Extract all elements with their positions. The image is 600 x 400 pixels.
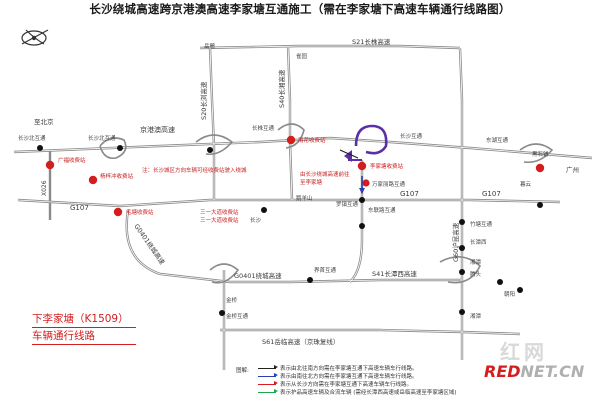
label-guangzhou: 广州: [566, 165, 579, 174]
small-a14: 暮云: [520, 180, 532, 188]
watermark-en: REDNET.CN: [484, 362, 584, 381]
label-g0401-h: G0401绕城高速: [234, 271, 282, 280]
label-g107-b: G107: [400, 190, 419, 198]
toll-right: [535, 163, 545, 173]
legend-item-2: 表示由南往北方向需在李家塘互通下高速车辆车行线路。: [258, 372, 418, 380]
small-a11: 界首互通: [314, 266, 337, 274]
interchanges: [99, 123, 554, 284]
note-n2: 由长沙绕城高速前往: [300, 170, 350, 178]
legend-arrow-green: [258, 389, 278, 394]
note-n1: 注：长沙城区方向车辆可经收费站驶入绕城: [142, 166, 247, 174]
route-arrows: [339, 149, 365, 194]
route-title-line2: 车辆通行线路: [32, 329, 136, 345]
label-zhuyan: 竹塘互通: [470, 220, 493, 228]
label-s40: S40长湘高速: [277, 69, 286, 108]
small-a16: 雀园: [296, 52, 308, 60]
label-jinjiao: 金桥: [226, 296, 238, 304]
label-luozhen: 罗镇互通: [336, 200, 359, 208]
junction-dots: [37, 145, 543, 316]
toll-yangzichong: [88, 175, 98, 185]
legend-arrow-black: [258, 365, 278, 370]
route-title-box: 下李家塘（K1509） 车辆通行线路: [32, 312, 136, 346]
lijiatang-interchange: [344, 124, 388, 162]
route-title-line1: 下李家塘（K1509）: [32, 312, 136, 328]
legend-item-3: 表示从长沙方向需在李家塘互通下高速车辆车行线路。: [258, 380, 412, 388]
small-a7: 湘潭: [470, 258, 482, 266]
small-a4: 长沙互通: [400, 132, 423, 140]
legend-item-1: 表示由北往南方向需在李家塘互通下高速车辆车行线路。: [258, 364, 418, 372]
label-s20: S20长浏高速: [199, 81, 208, 120]
label-yangzichong: 杨梓冲收费站: [100, 172, 134, 180]
toll-yuhua: [286, 135, 296, 145]
note-n5: 三一大道收费站: [200, 216, 239, 224]
page-title: 长沙绕城高速跨京港澳高速李家塘互通施工（需在李家塘下高速车辆通行线路图）: [89, 2, 511, 16]
label-g107-a: G107: [70, 204, 89, 212]
note-n3: 至李家塘: [300, 178, 323, 186]
watermark-red: RED: [484, 362, 521, 381]
legend-arrow-red: [258, 381, 278, 386]
label-dongjing: 东联路互通: [368, 206, 396, 214]
watermark-cn: 红网: [500, 340, 548, 364]
toll-lijiatang: [357, 161, 367, 171]
watermark-gray: NET.CN: [520, 362, 585, 381]
toll-guangfu: [45, 160, 55, 170]
label-s21: S21长株高速: [352, 37, 391, 46]
legend-text-3: 表示从长沙方向需在李家塘互通下高速车辆车行线路。: [280, 382, 413, 388]
note-n4: 三一大道收费站: [200, 208, 239, 216]
label-x026: X026: [41, 180, 48, 196]
legend: 图解: 表示由北往南方向需在李家塘互通下高速车辆车行线路。 表示由南往北方向需在…: [236, 364, 486, 398]
legend-arrow-blue: [258, 373, 278, 378]
legend-title: 图解:: [236, 368, 249, 374]
label-maotang: 毛塘收费站: [126, 208, 154, 216]
legend-text-2: 表示由南往北方向需在李家塘互通下高速车辆车行线路。: [280, 374, 418, 380]
label-wanjiali: 万家丽路互通: [372, 180, 406, 188]
small-a12: 长沙: [250, 216, 262, 224]
small-a17: 黑石铺: [532, 150, 549, 158]
logo-emblem: [21, 29, 49, 46]
label-s61: S61岳临高速（京珠复线）: [262, 337, 339, 346]
legend-text-4: 表示护品高速车辆及合流车辆 (需经长潭西高速或岳临高速至李家塘区域): [280, 390, 457, 396]
toll-wanjiali: [362, 179, 370, 187]
label-lijiatang: 李家塘收费站: [370, 162, 404, 170]
small-a8: 朝阳: [504, 290, 515, 298]
road-lijiatang-v: [349, 160, 364, 283]
small-a5: 东湖互通: [486, 136, 509, 144]
label-tengu: 腾头: [470, 270, 482, 278]
road-s61: [220, 328, 521, 336]
small-a6: 长潭西: [470, 238, 487, 246]
small-a1: 长沙北互通: [18, 134, 46, 142]
toll-stations: [45, 135, 545, 217]
label-yuhua: 雨花收费站: [298, 136, 326, 144]
small-a13: 鹅羊山: [296, 194, 313, 202]
small-a9: 湘潭: [470, 312, 482, 320]
toll-maotang: [113, 207, 123, 217]
legend-text-1: 表示由北往南方向需在李家塘互通下高速车辆车行线路。: [280, 366, 418, 372]
label-to-beijing: 至北京: [34, 117, 54, 126]
label-s41: S41长潭西高速: [372, 269, 417, 278]
small-a15: 岳麓: [204, 42, 216, 50]
small-a10: 金桥互通: [226, 312, 249, 320]
small-a3: 长株互通: [252, 124, 275, 132]
label-jinggang: 京港澳高速: [140, 125, 175, 134]
label-guangfu: 广福收费站: [58, 156, 86, 164]
label-g60: G60沪昆高速: [451, 222, 460, 262]
small-a2: 长沙北互通: [88, 134, 116, 142]
label-g107-c: G107: [482, 190, 501, 198]
legend-item-4: 表示护品高速车辆及合流车辆 (需经长潭西高速或岳临高速至李家塘区域): [258, 388, 457, 396]
watermark: 红网 REDNET.CN: [484, 336, 594, 392]
